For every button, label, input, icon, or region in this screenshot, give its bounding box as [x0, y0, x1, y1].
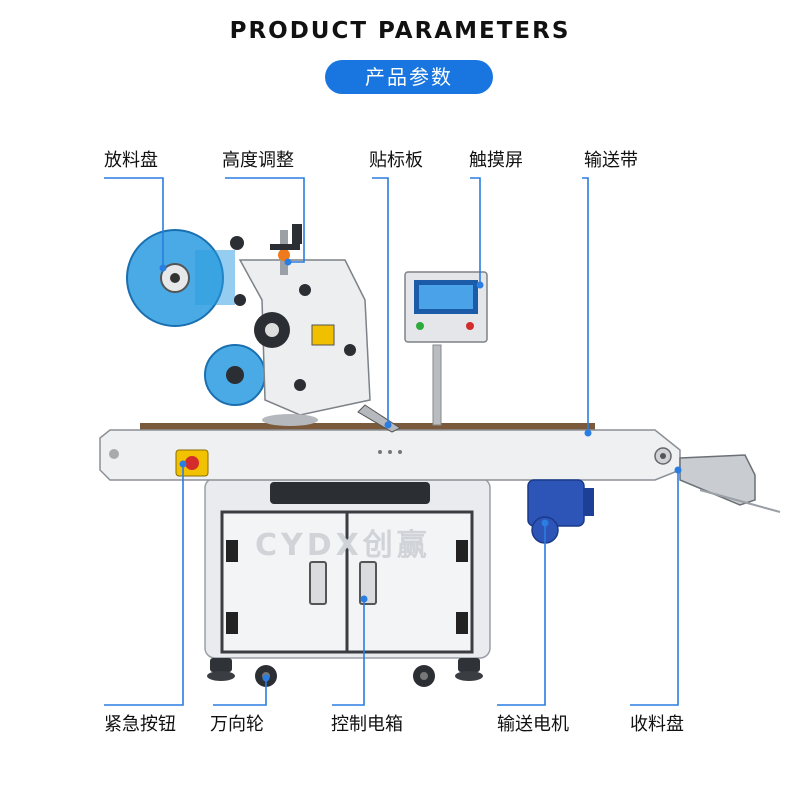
label-peel-plate: 贴标板: [369, 150, 423, 171]
label-touch-screen: 触摸屏: [469, 150, 523, 171]
label-height-adjust: 高度调整: [222, 150, 294, 171]
label-caster-wheel: 万向轮: [210, 714, 264, 735]
label-emergency-button: 紧急按钮: [104, 714, 176, 735]
page-title: PRODUCT PARAMETERS: [229, 18, 571, 44]
callout-dots: [159, 258, 682, 682]
subtitle-badge: 产品参数: [325, 60, 493, 94]
emergency-button: [175, 449, 209, 477]
label-unwind-reel: 放料盘: [104, 150, 158, 171]
brand-logo: CYDX创赢: [255, 528, 431, 563]
callout-lines: [104, 177, 679, 706]
label-control-box: 控制电箱: [331, 714, 403, 735]
label-conveyor-belt: 输送带: [584, 150, 638, 171]
cabinet: [204, 477, 491, 659]
collection-tray: [679, 454, 781, 513]
feet: [207, 658, 483, 687]
labeling-head: [126, 224, 402, 433]
label-conveyor-motor: 输送电机: [497, 714, 569, 735]
touch-screen: [404, 271, 488, 426]
conveyor-motor: [527, 479, 594, 544]
label-collection-tray: 收料盘: [630, 714, 684, 735]
